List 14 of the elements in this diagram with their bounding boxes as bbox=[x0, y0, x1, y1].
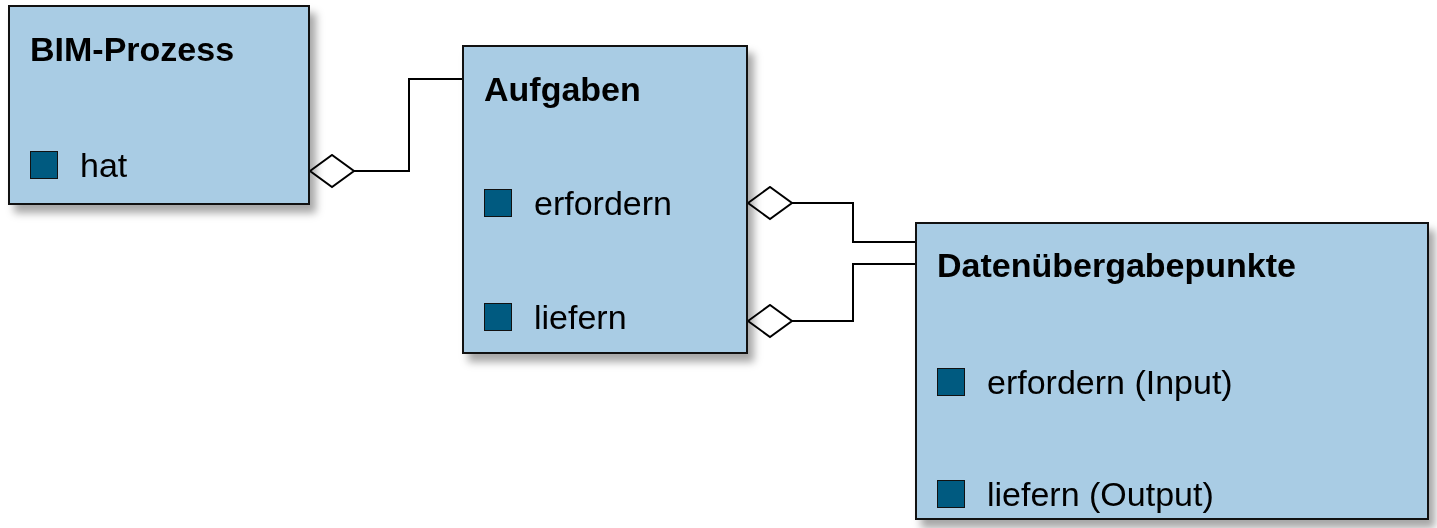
class-title: Aufgaben bbox=[484, 69, 641, 109]
aggregation-connector bbox=[309, 78, 463, 188]
class-title: Datenübergabepunkte bbox=[937, 245, 1296, 285]
attribute-label: hat bbox=[80, 145, 128, 185]
class-box bbox=[8, 5, 310, 205]
aggregation-connector bbox=[747, 186, 916, 243]
class-title: BIM-Prozess bbox=[30, 29, 235, 69]
class-box bbox=[462, 45, 748, 354]
aggregation-connector bbox=[747, 263, 916, 338]
class-box bbox=[915, 222, 1429, 520]
attribute-label: liefern bbox=[534, 297, 627, 337]
attribute-label: erfordern (Input) bbox=[987, 362, 1233, 402]
attribute-label: erfordern bbox=[534, 183, 672, 223]
attribute-label: liefern (Output) bbox=[987, 474, 1214, 514]
